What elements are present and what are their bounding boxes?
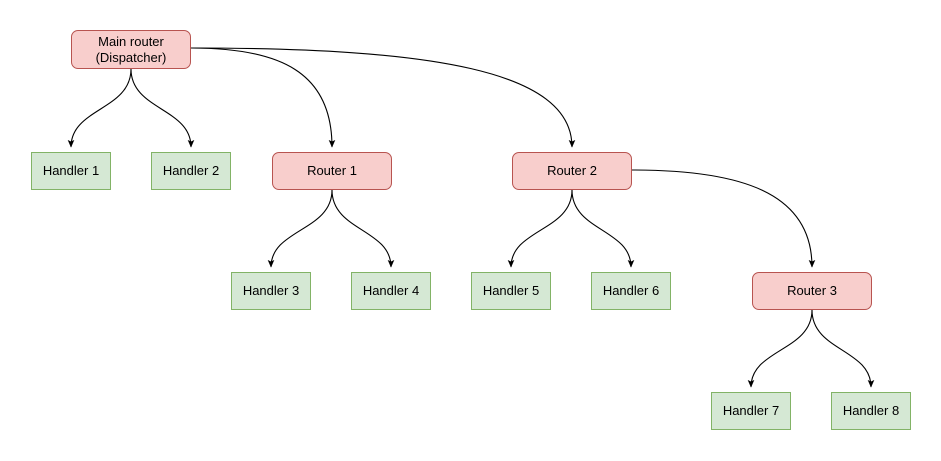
node-handler-1[interactable]: Handler 1 — [31, 152, 111, 190]
node-handler-5[interactable]: Handler 5 — [471, 272, 551, 310]
node-main-router[interactable]: Main router (Dispatcher) — [71, 30, 191, 69]
node-label-handler-5: Handler 5 — [482, 283, 540, 298]
edge-main-to-handler-2 — [130, 68, 195, 148]
node-router-1[interactable]: Router 1 — [272, 152, 392, 190]
node-router-2[interactable]: Router 2 — [512, 152, 632, 190]
node-label-router-3: Router 3 — [787, 283, 837, 298]
node-router-3[interactable]: Router 3 — [752, 272, 872, 310]
node-label-handler-8: Handler 8 — [842, 403, 900, 418]
node-label-main-router: Main router (Dispatcher) — [95, 33, 167, 65]
edge-router-2-to-router-3 — [631, 169, 816, 268]
node-handler-8[interactable]: Handler 8 — [831, 392, 911, 430]
node-label-handler-4: Handler 4 — [362, 283, 420, 298]
edge-router-3-to-handler-7 — [747, 309, 813, 388]
edge-router-1-to-handler-3 — [267, 189, 333, 268]
edge-router-2-to-handler-6 — [571, 189, 635, 268]
node-label-handler-6: Handler 6 — [602, 283, 660, 298]
node-handler-2[interactable]: Handler 2 — [151, 152, 231, 190]
node-handler-6[interactable]: Handler 6 — [591, 272, 671, 310]
edge-router-2-to-handler-5 — [507, 189, 573, 268]
edge-main-to-handler-1 — [67, 68, 132, 148]
edge-main-to-router-1 — [190, 47, 336, 148]
edge-main-to-router-2 — [190, 47, 576, 148]
node-label-router-1: Router 1 — [307, 163, 357, 178]
node-handler-3[interactable]: Handler 3 — [231, 272, 311, 310]
node-label-handler-2: Handler 2 — [162, 163, 220, 178]
edge-router-1-to-handler-4 — [331, 189, 395, 268]
edge-router-3-to-handler-8 — [811, 309, 875, 388]
node-label-handler-1: Handler 1 — [42, 163, 100, 178]
node-handler-4[interactable]: Handler 4 — [351, 272, 431, 310]
node-label-handler-3: Handler 3 — [242, 283, 300, 298]
node-handler-7[interactable]: Handler 7 — [711, 392, 791, 430]
edges-group — [67, 47, 875, 388]
node-label-router-2: Router 2 — [547, 163, 597, 178]
node-label-handler-7: Handler 7 — [722, 403, 780, 418]
